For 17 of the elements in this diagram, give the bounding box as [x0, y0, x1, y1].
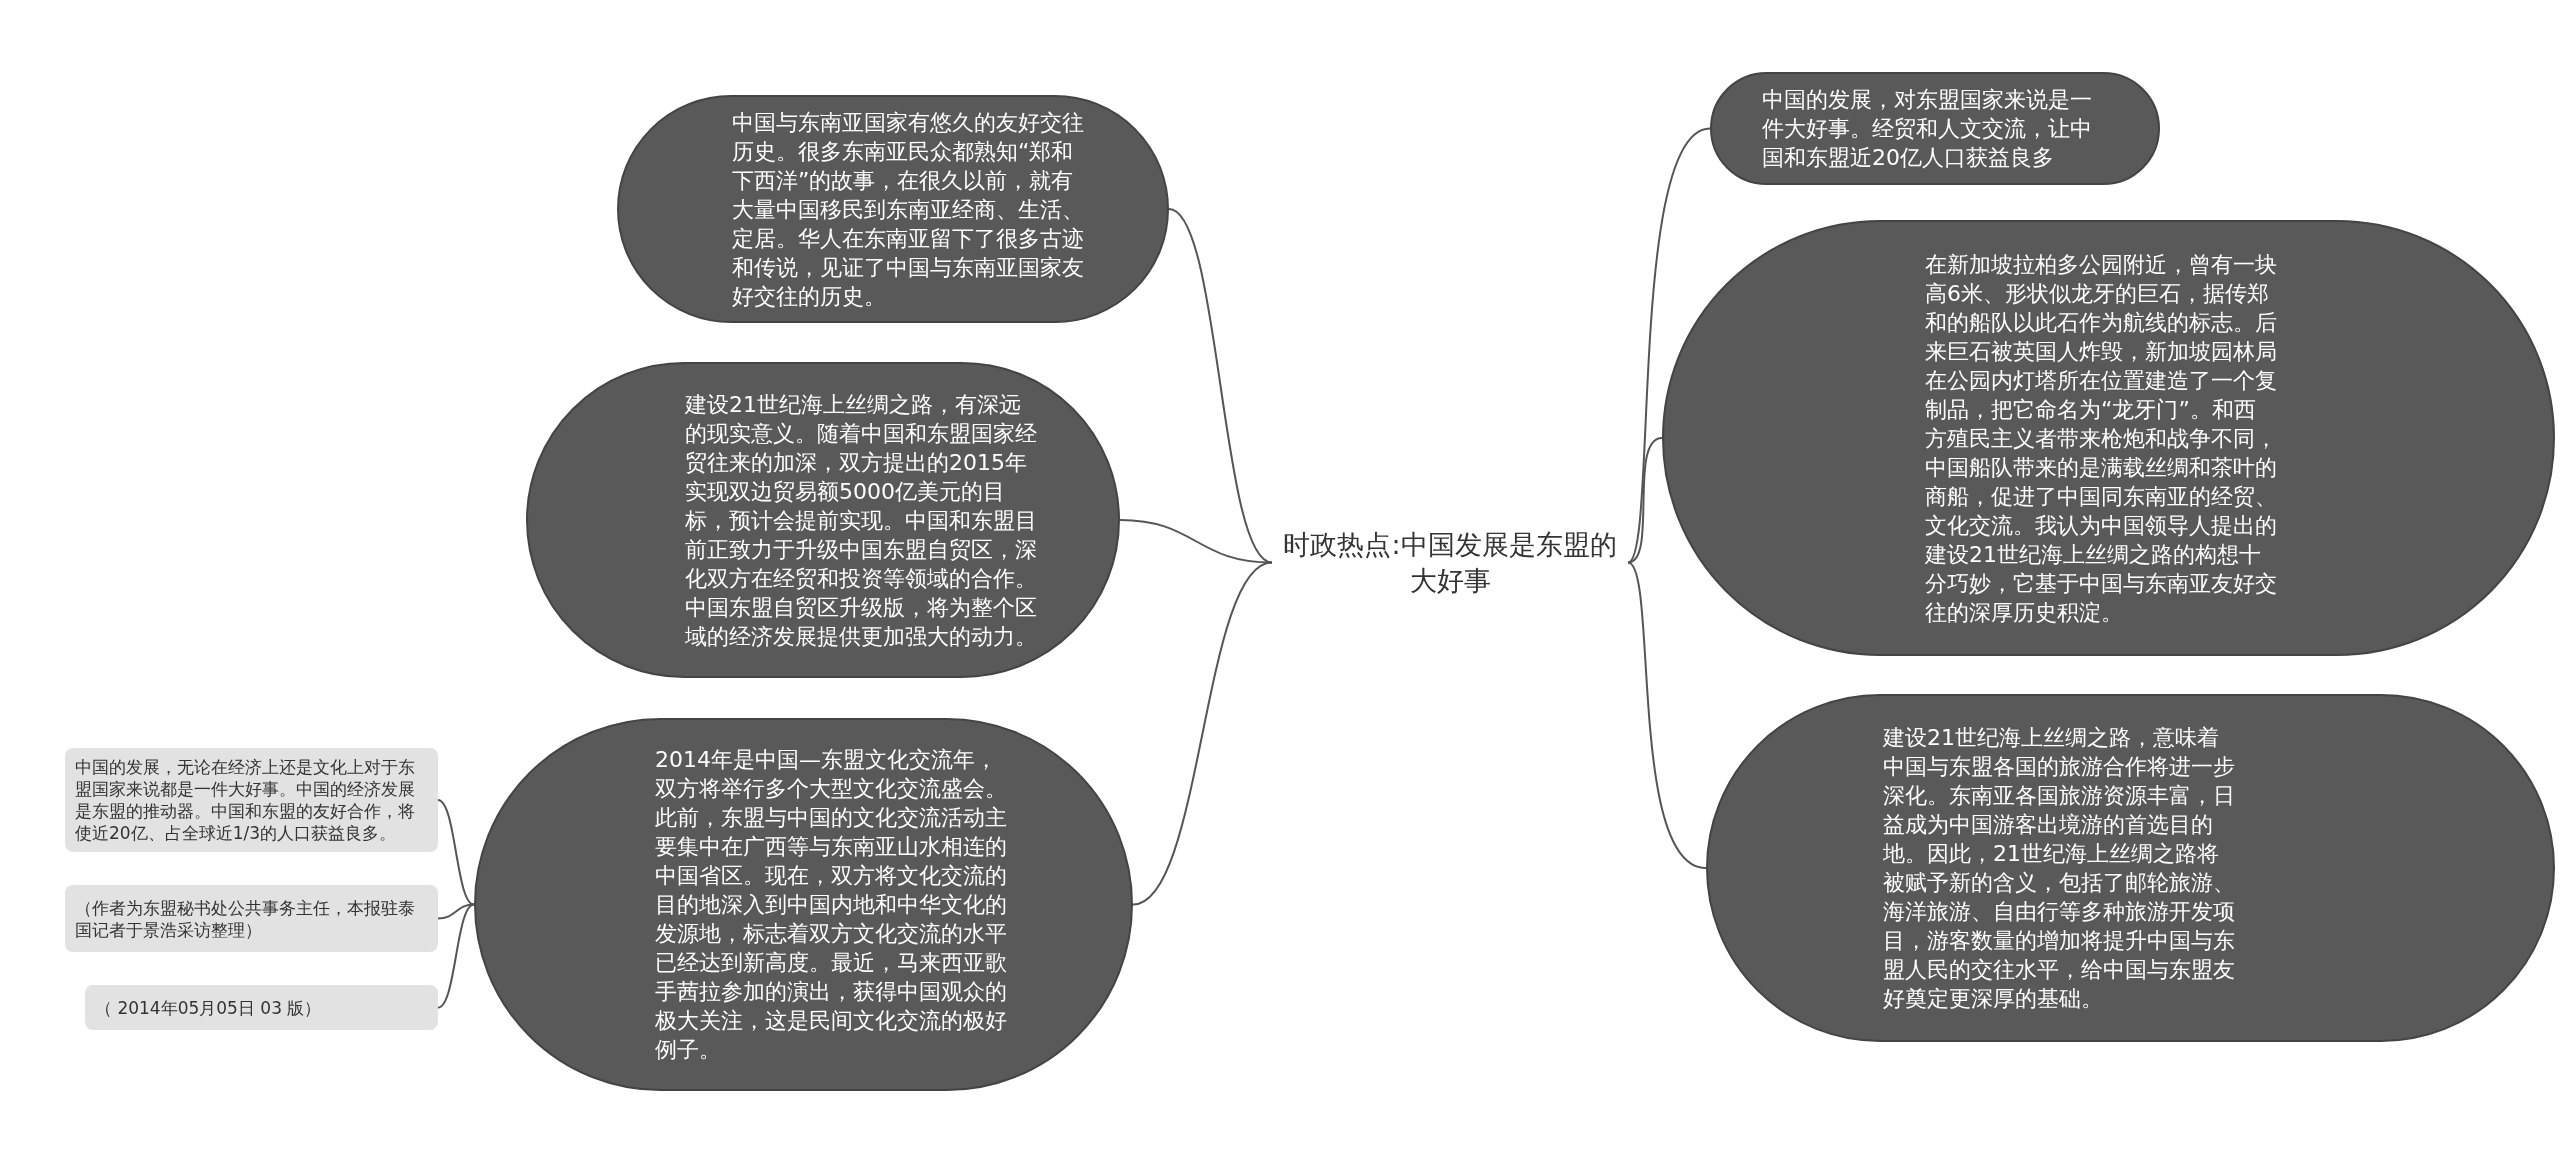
connector-line [1132, 561, 1273, 906]
connector-line [1627, 437, 1663, 564]
note-box: 中国的发展，无论在经济上还是文化上对于东盟国家来说都是一件大好事。中国的经济发展是东盟的推动器。中国和东盟的友好合作，将使近20亿、占全球近1/3的人口获益良多。 [65, 748, 438, 852]
topic-bubble: 中国的发展，对东盟国家来说是一件大好事。经贸和人文交流，让中国和东盟近20亿人口获益良多 [1710, 72, 2160, 185]
topic-bubble: 建设21世纪海上丝绸之路，有深远的现实意义。随着中国和东盟国家经贸往来的加深，双方提出的2015年实现双边贸易额5000亿美元的目标，预计会提前实现。中国和东盟目前正致力于升级中国东盟自贸区，深化双方在经贸和投资等领域的合作。中国东盟自贸区升级版，将为整个区域的经济发展提供更加强大的动力。 [526, 362, 1120, 678]
note-box: （ 2014年05月05日 03 版） [85, 985, 438, 1030]
connector-line [1627, 127, 1711, 564]
topic-bubble: 中国与东南亚国家有悠久的友好交往历史。很多东南亚民众都熟知“郑和下西洋”的故事，在很久以前，就有大量中国移民到东南亚经商、生活、定居。华人在东南亚留下了很多古迹和传说，见证了中国与东南亚国家友好交往的历史。 [617, 95, 1169, 323]
central-topic: 时政热点:中国发展是东盟的大好事 [1272, 515, 1628, 610]
connector-line [1627, 561, 1707, 869]
topic-bubble: 2014年是中国—东盟文化交流年，双方将举行多个大型文化交流盛会。此前，东盟与中国的文化交流活动主要集中在广西等与东南亚山水相连的中国省区。现在，双方将文化交流的目的地深入到中国内地和中华文化的发源地，标志着双方文化交流的水平已经达到新高度。最近，马来西亚歌手茜拉参加的演出，获得中国观众的极大关注，这是民间文化交流的极好例子。 [474, 718, 1133, 1091]
connector-line [437, 903, 475, 1009]
connector-line [437, 799, 475, 906]
topic-bubble: 建设21世纪海上丝绸之路，意味着中国与东盟各国的旅游合作将进一步深化。东南亚各国旅游资源丰富，日益成为中国游客出境游的首选目的地。因此，21世纪海上丝绸之路将被赋予新的含义，包括了邮轮旅游、海洋旅游、自由行等多种旅游开发项目，游客数量的增加将提升中国与东盟人民的交往水平，给中国与东盟友好奠定更深厚的基础。 [1706, 694, 2555, 1042]
connector-line [1119, 519, 1273, 564]
topic-bubble: 在新加坡拉柏多公园附近，曾有一块高6米、形状似龙牙的巨石，据传郑和的船队以此石作为航线的标志。后来巨石被英国人炸毁，新加坡园林局在公园内灯塔所在位置建造了一个复制品，把它命名为“龙牙门”。和西方殖民主义者带来枪炮和战争不同，中国船队带来的是满载丝绸和茶叶的商船，促进了中国同东南亚的经贸、文化交流。我认为中国领导人提出的建设21世纪海上丝绸之路的构想十分巧妙，它基于中国与东南亚友好交往的深厚历史积淀。 [1662, 220, 2555, 656]
note-box: （作者为东盟秘书处公共事务主任，本报驻泰国记者于景浩采访整理） [65, 885, 438, 952]
